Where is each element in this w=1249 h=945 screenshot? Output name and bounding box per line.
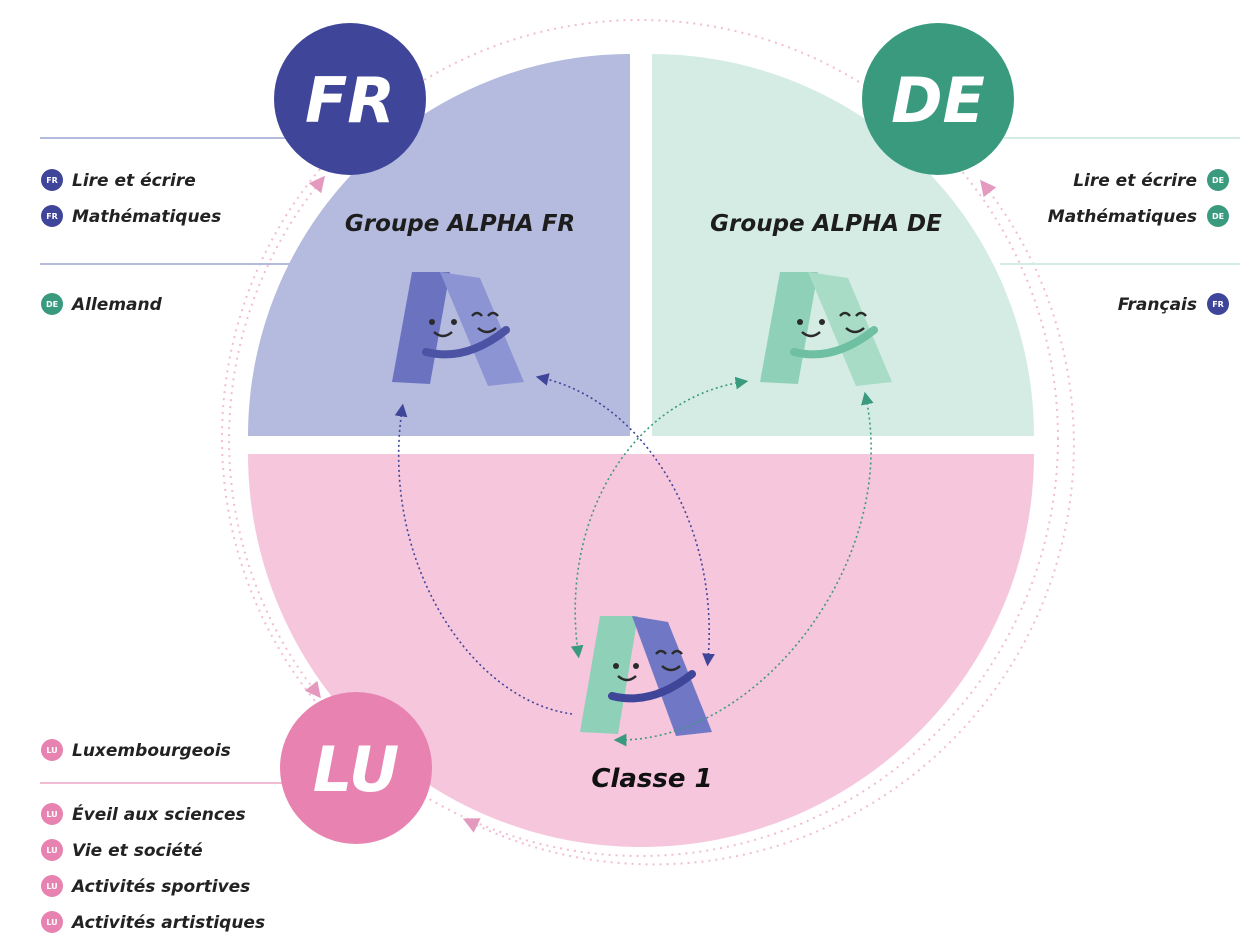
subject-badge-fr-icon	[41, 205, 63, 227]
cycle-arrow-lu-de	[462, 179, 1075, 866]
arrow-class-to-de	[613, 391, 874, 747]
subject-item: FR Mathématiques	[41, 205, 221, 227]
mascot-de-icon	[760, 272, 892, 386]
subject-badge-de-icon	[1207, 205, 1229, 227]
subject-label: Lire et écrire	[1073, 171, 1197, 191]
subject-badge-lu-icon	[41, 875, 63, 897]
subject-badge-lu-icon	[41, 839, 63, 861]
subject-badge-text: LU	[46, 846, 57, 855]
subject-item: FR Lire et écrire	[41, 169, 196, 191]
subject-badge-de-icon	[1207, 169, 1229, 191]
subject-item: LU Vie et société	[41, 839, 203, 861]
subject-badge-text: FR	[46, 212, 58, 221]
subject-item: LU Activités artistiques	[41, 911, 265, 933]
subject-label: Mathématiques	[72, 207, 221, 227]
subject-label: Vie et société	[72, 841, 203, 861]
mascot-fr-icon	[392, 272, 524, 386]
subject-badge-text: DE	[1212, 212, 1224, 221]
subject-badge-text: DE	[1212, 176, 1224, 185]
subject-badge-de-icon	[41, 293, 63, 315]
subject-badge-text: FR	[1212, 300, 1224, 309]
subject-label: Luxembourgeois	[72, 741, 231, 761]
circle-fr-label: FR	[305, 64, 395, 137]
subject-label: Lire et écrire	[72, 171, 196, 191]
subject-badge-text: LU	[46, 918, 57, 927]
subject-badge-lu-icon	[41, 739, 63, 761]
circle-lu-label: LU	[313, 733, 399, 806]
subject-badge-text: LU	[46, 810, 57, 819]
group-title-de: Groupe ALPHA DE	[710, 211, 942, 237]
subject-label: Allemand	[70, 295, 163, 315]
subject-badge-text: DE	[46, 300, 58, 309]
subject-item: FR Français	[1118, 293, 1229, 315]
circle-lu	[280, 692, 432, 844]
subject-badge-text: LU	[46, 746, 57, 755]
subject-label: Éveil aux sciences	[72, 803, 246, 825]
outer-cycle-ring	[221, 19, 1059, 857]
arrow-fr-to-class	[394, 403, 573, 715]
subject-badge-fr-icon	[1207, 293, 1229, 315]
subject-item: DE Allemand	[41, 293, 163, 315]
subject-label: Activités sportives	[70, 877, 250, 897]
subject-badge-text: FR	[46, 176, 58, 185]
subject-badge-lu-icon	[41, 803, 63, 825]
subject-badge-fr-icon	[41, 169, 63, 191]
group-title-fr: Groupe ALPHA FR	[345, 211, 575, 237]
class-title: Classe 1	[591, 764, 712, 794]
subject-badge-text: LU	[46, 882, 57, 891]
subject-item: DE Mathématiques	[1048, 205, 1229, 227]
cycle-arrow-fr-lu	[228, 175, 326, 699]
arrow-de-to-class	[570, 376, 749, 659]
circle-fr	[274, 23, 426, 175]
subject-item: LU Luxembourgeois	[41, 739, 231, 761]
subject-badge-lu-icon	[41, 911, 63, 933]
subject-label: Activités artistiques	[70, 913, 265, 933]
subject-item: DE Lire et écrire	[1073, 169, 1229, 191]
subject-item: LU Éveil aux sciences	[41, 803, 246, 825]
quadrant-fr	[248, 54, 630, 436]
subject-item: LU Activités sportives	[41, 875, 250, 897]
quadrant-de	[652, 54, 1034, 436]
subject-label: Français	[1118, 295, 1197, 315]
subject-label: Mathématiques	[1048, 207, 1197, 227]
circle-de-label: DE	[891, 64, 985, 137]
circle-de	[862, 23, 1014, 175]
